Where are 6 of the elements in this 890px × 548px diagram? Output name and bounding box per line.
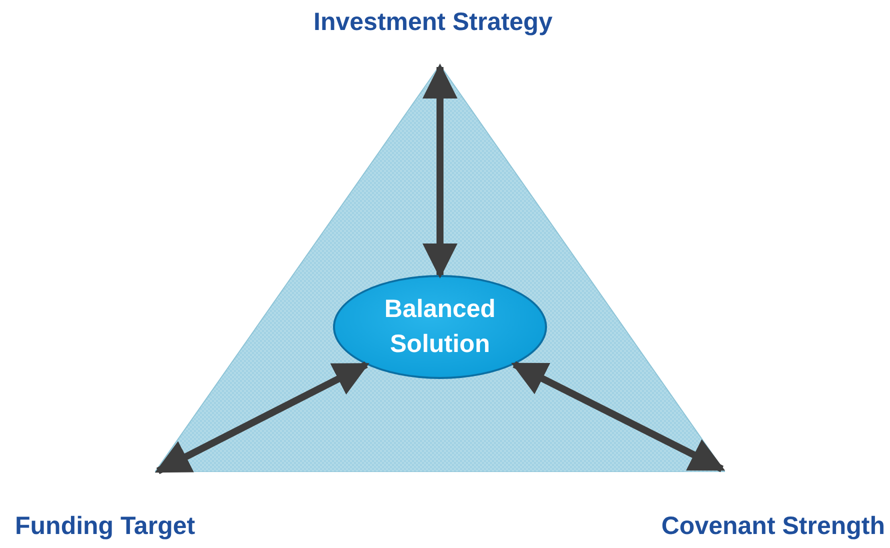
double-arrow: [511, 361, 726, 472]
corner-label: Covenant Strength: [661, 512, 885, 541]
double-arrow: [154, 362, 370, 474]
corner-label: Funding Target: [15, 512, 196, 541]
double-arrow: [422, 64, 458, 278]
corner-label: Investment Strategy: [314, 8, 552, 37]
